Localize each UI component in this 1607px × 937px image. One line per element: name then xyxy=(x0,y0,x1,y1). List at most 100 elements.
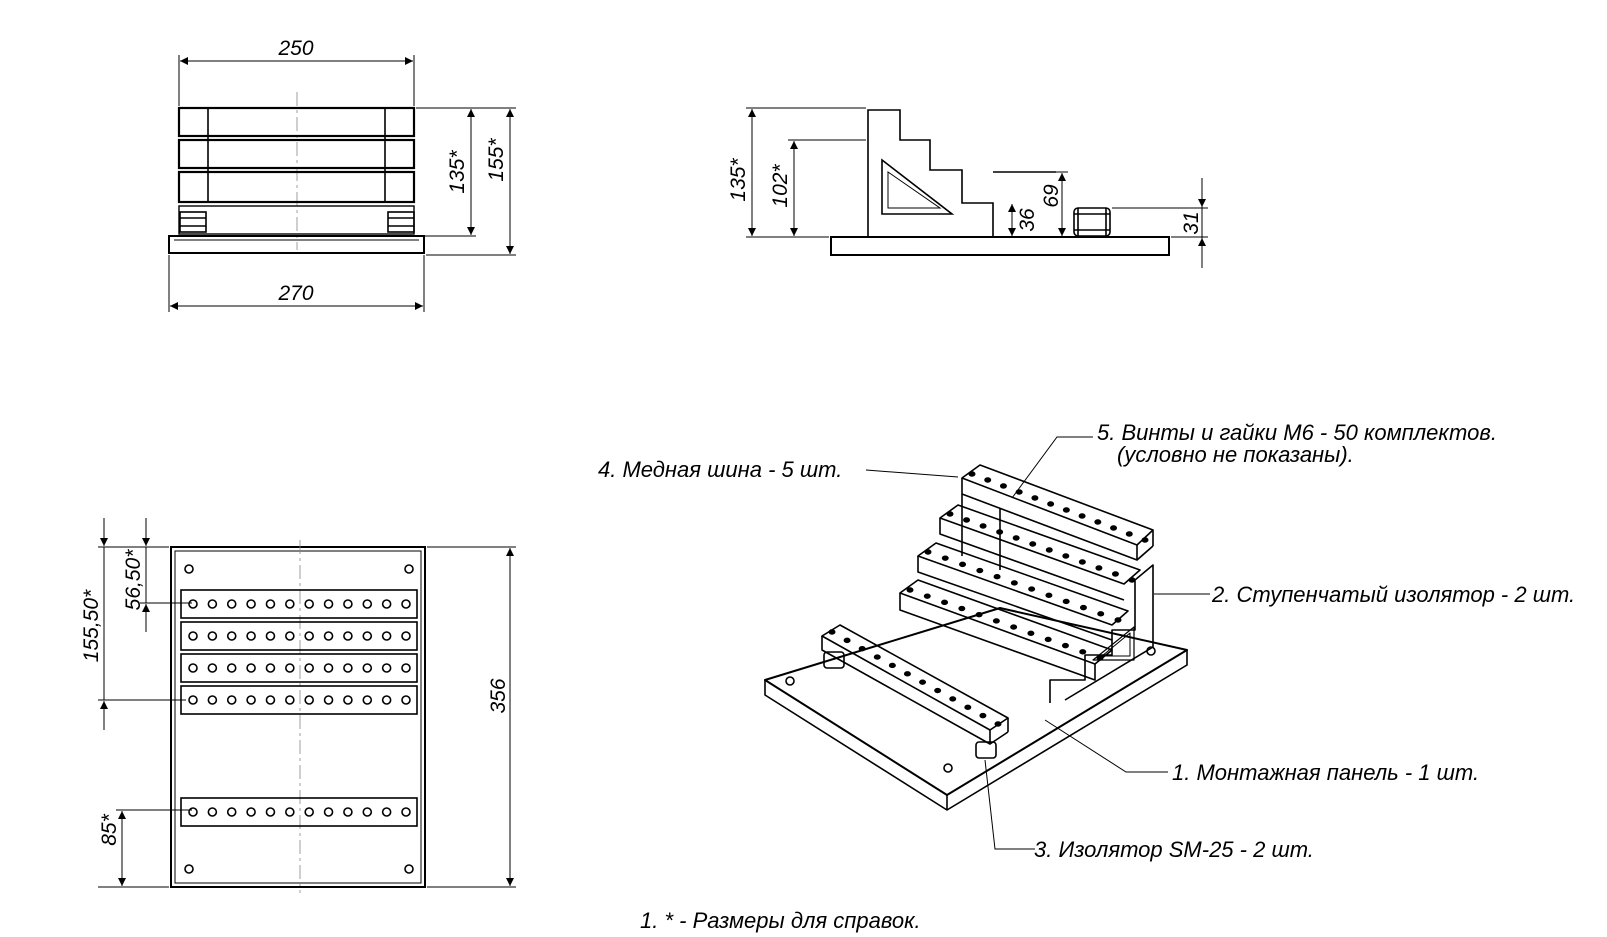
iso-bar-hole xyxy=(979,712,987,719)
plan-bar-hole xyxy=(188,695,198,705)
dim-36: 36 xyxy=(1016,208,1039,232)
iso-bar-hole xyxy=(934,687,942,694)
iso-bar-hole xyxy=(1010,624,1018,630)
plan-bar-hole xyxy=(246,807,256,817)
plan-bar-hole xyxy=(343,695,353,705)
plan-bars xyxy=(180,589,418,827)
iso-bar-hole xyxy=(1128,577,1136,583)
iso-bar-hole xyxy=(992,618,1000,624)
iso-bar-hole xyxy=(873,654,881,660)
iso-bar-hole xyxy=(828,629,836,635)
side-view-dimensions xyxy=(746,107,1208,268)
iso-bar-hole xyxy=(959,561,967,568)
plan-bar-hole xyxy=(343,599,353,609)
iso-bar-hole xyxy=(1062,507,1070,513)
plan-bar-hole xyxy=(265,695,276,705)
iso-bar-hole xyxy=(1062,553,1070,559)
iso-bar-hole xyxy=(979,523,987,529)
plan-bar-hole xyxy=(362,807,373,817)
iso-bar-hole xyxy=(1097,611,1105,617)
iso-bar-hole xyxy=(996,529,1004,535)
iso-bar-hole xyxy=(984,477,992,483)
plan-bar-hole xyxy=(362,631,373,641)
iso-bar-hole xyxy=(1096,655,1104,661)
iso-bar-hole xyxy=(1045,547,1053,553)
iso-bar-hole xyxy=(941,599,949,606)
label-item2: 2. Ступенчатый изолятор - 2 шт. xyxy=(1211,582,1575,607)
dim-135-side: 135* xyxy=(727,158,750,202)
plan-bar-hole xyxy=(381,695,392,705)
label-item3: 3. Изолятор SM-25 - 2 шт. xyxy=(1034,837,1314,862)
iso-bar-hole xyxy=(1010,580,1018,586)
plan-bar-hole xyxy=(304,631,314,641)
plan-bar-hole xyxy=(381,663,392,673)
plan-bar-hole xyxy=(323,599,334,609)
side-view xyxy=(830,109,1170,256)
plan-bar-hole xyxy=(246,599,256,609)
iso-bar-hole xyxy=(1029,541,1037,547)
iso-bar-hole xyxy=(964,704,972,710)
plan-view-dimensions xyxy=(98,518,516,888)
dim-56-50: 56,50* xyxy=(122,549,145,611)
plan-bar-hole xyxy=(265,663,276,673)
plan-bar-hole xyxy=(226,599,237,609)
plan-bar-hole xyxy=(246,663,256,673)
plan-bar-hole xyxy=(207,631,218,641)
dim-69: 69 xyxy=(1040,184,1063,208)
plan-bar-hole xyxy=(323,695,334,705)
plan-bar-hole xyxy=(207,599,218,609)
plan-bar-hole xyxy=(401,695,411,705)
plan-bar-hole xyxy=(362,695,373,705)
plan-bar-hole xyxy=(226,631,237,641)
iso-bar-hole xyxy=(999,483,1007,489)
plan-bar-hole xyxy=(188,599,198,609)
plan-bar-hole xyxy=(188,663,198,673)
iso-bar-hole xyxy=(1062,598,1070,605)
dim-250: 250 xyxy=(277,37,313,60)
plan-bar-hole xyxy=(401,599,411,609)
front-view xyxy=(168,92,425,254)
plan-bar-hole xyxy=(381,599,392,609)
iso-bar-hole xyxy=(994,721,1002,727)
plan-copper-bar xyxy=(180,797,418,827)
iso-bar-hole xyxy=(963,517,971,523)
iso-bar-hole xyxy=(906,587,914,593)
iso-bar-hole xyxy=(1027,630,1035,636)
iso-bar-hole xyxy=(1012,535,1020,541)
plan-bar-hole xyxy=(285,663,295,673)
plan-bar-hole xyxy=(226,807,237,817)
plan-bar-hole xyxy=(265,599,276,609)
dim-155-front: 155* xyxy=(485,138,508,182)
plan-bar-hole xyxy=(246,695,256,705)
dim-135-front: 135* xyxy=(446,150,469,194)
iso-bar-hole xyxy=(958,605,966,612)
iso-bar-hole xyxy=(924,549,932,555)
plan-copper-bar xyxy=(180,589,418,619)
plan-bar-hole xyxy=(401,663,411,673)
iso-bar-hole xyxy=(1047,501,1055,507)
plan-bar-hole xyxy=(304,695,314,705)
plan-bar-hole xyxy=(246,631,256,641)
plan-bar-hole xyxy=(265,807,276,817)
plan-bar-hole xyxy=(226,663,237,673)
iso-bar-hole xyxy=(1031,495,1039,501)
plan-view xyxy=(170,540,426,893)
label-item5-line2: (условно не показаны). xyxy=(1117,442,1354,467)
dim-356: 356 xyxy=(487,678,510,713)
plan-bar-hole xyxy=(304,807,314,817)
iso-bar-hole xyxy=(1110,525,1118,531)
dim-102-side: 102* xyxy=(769,164,792,208)
iso-bar-hole xyxy=(1079,604,1087,611)
plan-bar-hole xyxy=(304,599,314,609)
iso-bar-hole xyxy=(1111,571,1119,577)
iso-bar-hole xyxy=(975,612,983,618)
dim-155-50: 155,50* xyxy=(80,589,103,662)
dim-31: 31 xyxy=(1180,211,1203,234)
plan-bar-hole xyxy=(401,631,411,641)
iso-bar-hole xyxy=(1095,565,1103,571)
iso-bar-hole xyxy=(1044,636,1052,643)
plan-bar-hole xyxy=(323,663,334,673)
plan-bar-hole xyxy=(188,631,198,641)
front-view-dimensions xyxy=(168,55,516,312)
